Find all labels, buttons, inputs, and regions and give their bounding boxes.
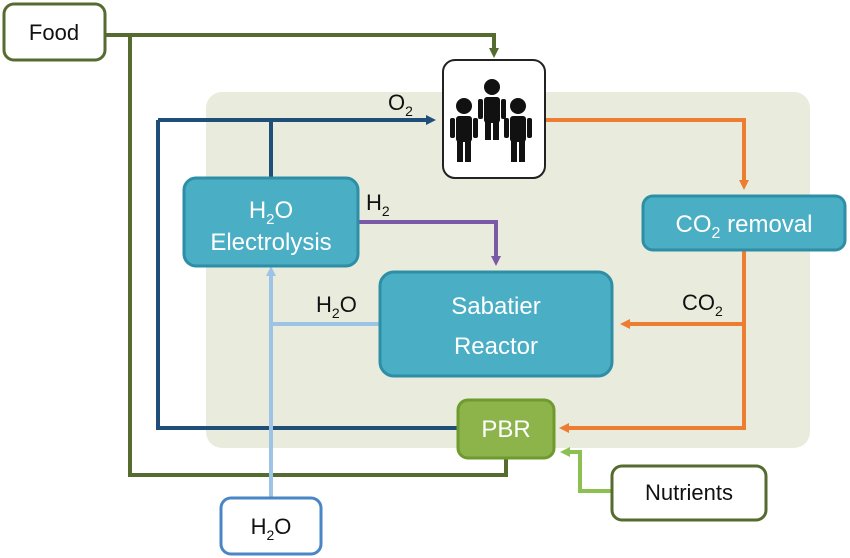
h2-flow — [358, 220, 501, 266]
food-node: Food — [2, 2, 107, 62]
food-label: Food — [29, 20, 79, 45]
pbr-node: PBR — [456, 398, 556, 460]
co2-flow — [545, 118, 749, 433]
pbr-label: PBR — [481, 416, 530, 443]
pbr-o2-return-line — [156, 120, 458, 430]
co2-label: CO2 — [682, 290, 723, 319]
h2o-electrolysis-node: H2O Electrolysis — [182, 176, 360, 268]
h2o-input-label: H2O — [251, 514, 292, 543]
food-to-crew-arrow — [105, 33, 499, 58]
nutrients-label: Nutrients — [645, 480, 733, 505]
closed-loop-region — [206, 92, 810, 448]
electrolysis-title: H2O — [249, 197, 293, 228]
o2-label: O2 — [388, 90, 413, 119]
food-flow — [105, 33, 508, 477]
co2-removal-down-line — [559, 250, 746, 433]
nutrients-flow — [560, 447, 612, 493]
nutrients-to-pbr-arrow — [560, 447, 612, 493]
crew-node — [442, 59, 546, 179]
nutrients-node: Nutrients — [610, 464, 768, 522]
co2-removal-node: CO2 removal — [641, 194, 847, 252]
h2o-label: H2O — [316, 292, 357, 321]
h2-label: H2 — [366, 190, 390, 219]
h2o-input-node: H2O — [219, 496, 323, 556]
pbr-to-food-line — [128, 35, 508, 477]
h2-to-sabatier-arrow — [358, 220, 501, 266]
sabatier-line2: Reactor — [454, 333, 538, 360]
co2-removal-label: CO2 removal — [676, 211, 813, 242]
h2o-flow — [266, 266, 380, 498]
sabatier-line1: Sabatier — [451, 293, 540, 320]
crew-to-co2-removal-arrow — [545, 118, 749, 190]
electrolysis-subtitle: Electrolysis — [210, 229, 331, 256]
crew-people-icon — [450, 79, 532, 162]
o2-flow — [156, 115, 458, 430]
sabatier-reactor-node: Sabatier Reactor — [378, 270, 614, 378]
